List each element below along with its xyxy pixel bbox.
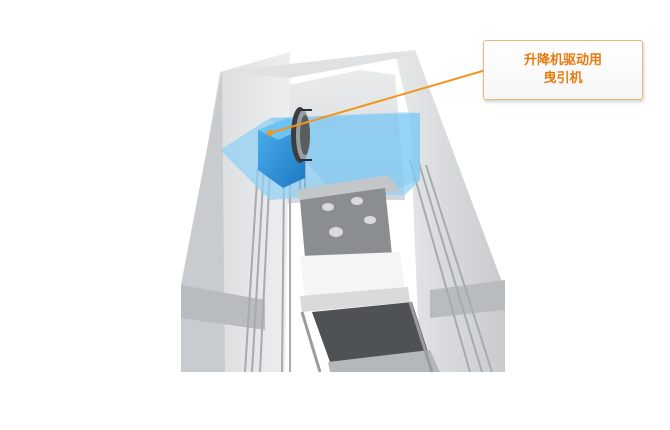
car-light [322, 203, 334, 211]
annotation-anchor-dot [267, 130, 273, 136]
annotation-label-line1: 升降机驱动用 [523, 53, 602, 68]
car-light [364, 216, 376, 224]
car-light [351, 197, 363, 205]
car-light [329, 227, 343, 237]
car-opening [312, 302, 428, 362]
shaft-left-outer [181, 70, 225, 372]
left-floor-ledge [181, 285, 265, 330]
guide-rails [244, 140, 493, 373]
shaft-top-frame [220, 52, 415, 78]
annotation-label-line2: 曳引机 [543, 71, 583, 86]
car-front-upper [300, 252, 405, 296]
elevator-car [296, 175, 440, 373]
car-front-band [300, 287, 410, 312]
annotation-leader-line [269, 69, 487, 134]
annotation-callout-box: 升降机驱动用 曳引机 [483, 40, 643, 100]
car-floor [328, 350, 440, 372]
car-ceiling-panel [300, 188, 392, 258]
right-floor-ledge [430, 280, 505, 318]
